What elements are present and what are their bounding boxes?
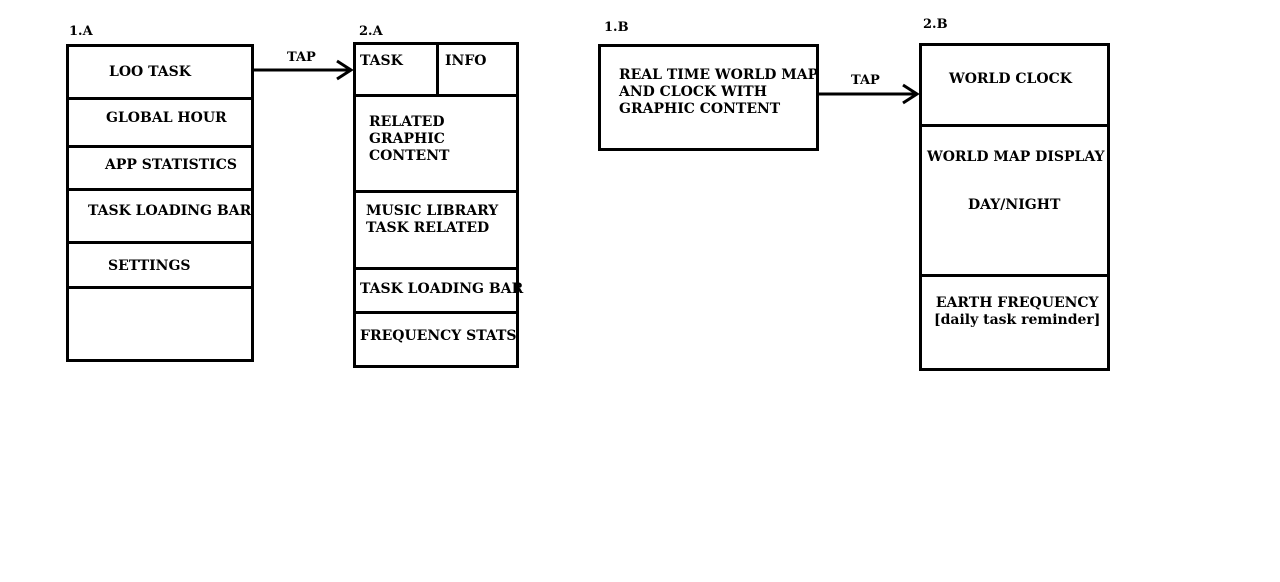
frequency-stats: FREQUENCY STATS [360, 328, 517, 344]
divider [353, 311, 519, 314]
divider [353, 267, 519, 270]
screen-2a-label: 2.A [359, 24, 383, 39]
tap-arrow-a [254, 59, 354, 81]
world-map-clock-content: REAL TIME WORLD MAP AND CLOCK WITH GRAPH… [619, 67, 819, 117]
tab-task[interactable]: TASK [360, 53, 403, 69]
divider [66, 241, 254, 244]
screen-2b-label: 2.B [923, 17, 948, 32]
related-graphic-content: RELATED GRAPHIC CONTENT [369, 114, 450, 164]
music-library-section[interactable]: MUSIC LIBRARY TASK RELATED [366, 203, 499, 236]
earth-frequency: EARTH FREQUENCY [daily task reminder] [934, 295, 1101, 328]
tap-label-b: TAP [851, 73, 880, 88]
tap-label-a: TAP [287, 50, 316, 65]
settings-item[interactable]: SETTINGS [108, 258, 191, 274]
world-map-display: WORLD MAP DISPLAY [927, 149, 1105, 165]
divider [436, 42, 439, 95]
app-statistics-item[interactable]: APP STATISTICS [105, 157, 237, 173]
divider [66, 286, 254, 289]
divider [353, 190, 519, 193]
divider [66, 97, 254, 100]
task-loading-bar: TASK LOADING BAR [360, 281, 524, 297]
global-hour-item[interactable]: GLOBAL HOUR [106, 110, 227, 126]
divider [66, 188, 254, 191]
divider [919, 124, 1110, 127]
screen-2b [919, 43, 1110, 371]
day-night-indicator: DAY/NIGHT [968, 197, 1061, 213]
divider [919, 274, 1110, 277]
task-loading-bar-item[interactable]: TASK LOADING BAR [88, 203, 252, 219]
loo-task-item[interactable]: LOO TASK [109, 64, 191, 80]
screen-1b-label: 1.B [604, 20, 629, 35]
screen-1a-label: 1.A [69, 24, 93, 39]
screen-1a [66, 44, 254, 362]
tab-info[interactable]: INFO [445, 53, 487, 69]
world-clock: WORLD CLOCK [949, 71, 1072, 87]
divider [66, 145, 254, 148]
tap-arrow-b [819, 83, 920, 105]
screen-1b[interactable] [598, 44, 819, 151]
divider [353, 94, 519, 97]
